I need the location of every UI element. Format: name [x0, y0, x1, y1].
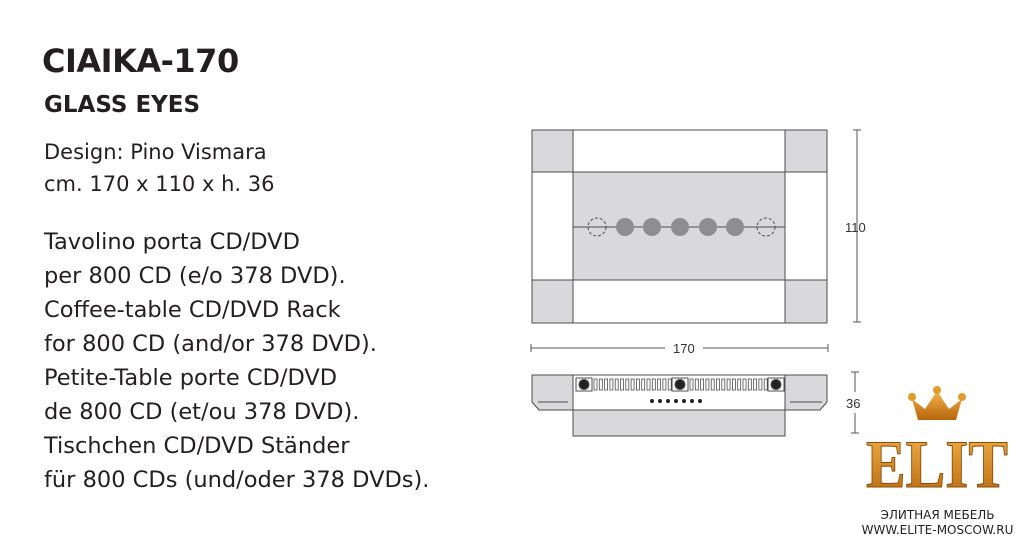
- description-line: Coffee-table CD/DVD Rack: [44, 297, 341, 323]
- crown-icon: ELIT: [866, 386, 1009, 503]
- top-view: [531, 129, 828, 324]
- cd-slot: [609, 378, 614, 391]
- description-line: Petite-Table porte CD/DVD: [44, 365, 338, 391]
- description-line: per 800 CD (e/o 378 DVD).: [44, 263, 346, 289]
- cd-slot: [604, 378, 608, 391]
- description-line: Tavolino porta CD/DVD: [44, 229, 300, 255]
- description-line: de 800 CD (et/ou 378 DVD).: [44, 399, 360, 425]
- cd-slot: [700, 378, 704, 391]
- cd-slot: [694, 378, 699, 391]
- cd-slot: [716, 378, 720, 391]
- cd-slot: [689, 378, 694, 391]
- cd-slot: [667, 378, 672, 391]
- cd-slot: [721, 378, 726, 391]
- side-view: [531, 374, 828, 437]
- cd-slot: [662, 378, 667, 391]
- cd-slot: [753, 378, 757, 391]
- cd-slot: [726, 378, 731, 391]
- cd-slot: [651, 378, 656, 391]
- depth-label: 110: [845, 220, 866, 235]
- cd-slot: [732, 378, 736, 391]
- width-label: 170: [673, 341, 695, 356]
- svg-text:ELIT: ELIT: [866, 426, 1008, 502]
- dimension-lines: [530, 129, 861, 434]
- cd-slot: [705, 378, 710, 391]
- cd-slot: [598, 378, 603, 391]
- cd-slot: [630, 378, 635, 391]
- collection-name: GLASS EYES: [44, 92, 201, 118]
- description-line: Tischchen CD/DVD Ständer: [44, 433, 350, 459]
- cd-slot: [763, 378, 768, 391]
- cd-slot: [737, 378, 742, 391]
- cd-slot: [747, 378, 752, 391]
- cd-slot: [620, 378, 624, 391]
- cd-slot: [742, 378, 747, 391]
- cd-slot: [641, 378, 646, 391]
- dimensions: cm. 170 x 110 x h. 36: [44, 172, 275, 196]
- description-line: für 800 CDs (und/oder 378 DVDs).: [44, 467, 430, 493]
- description-line: for 800 CD (and/or 378 DVD).: [44, 331, 377, 357]
- cd-slot: [646, 378, 651, 391]
- product-name: CIAIKA-170: [42, 42, 239, 80]
- logo-url[interactable]: WWW.ELITE-MOSCOW.RU: [861, 523, 1014, 537]
- cd-slot: [636, 378, 640, 391]
- logo-tagline: ЭЛИТНАЯ МЕБЕЛЬ: [880, 508, 995, 522]
- cd-slot: [657, 378, 661, 391]
- designer: Design: Pino Vismara: [44, 140, 267, 164]
- cd-slot: [710, 378, 715, 391]
- elit-logo: ELIT ЭЛИТНАЯ МЕБЕЛЬ WWW.ELITE-MOSCOW.RU: [850, 385, 1025, 542]
- cd-slot: [625, 378, 630, 391]
- cd-slot: [614, 378, 619, 391]
- height-label: 36: [846, 396, 860, 411]
- cd-slot: [593, 378, 598, 391]
- cd-slot: [758, 378, 763, 391]
